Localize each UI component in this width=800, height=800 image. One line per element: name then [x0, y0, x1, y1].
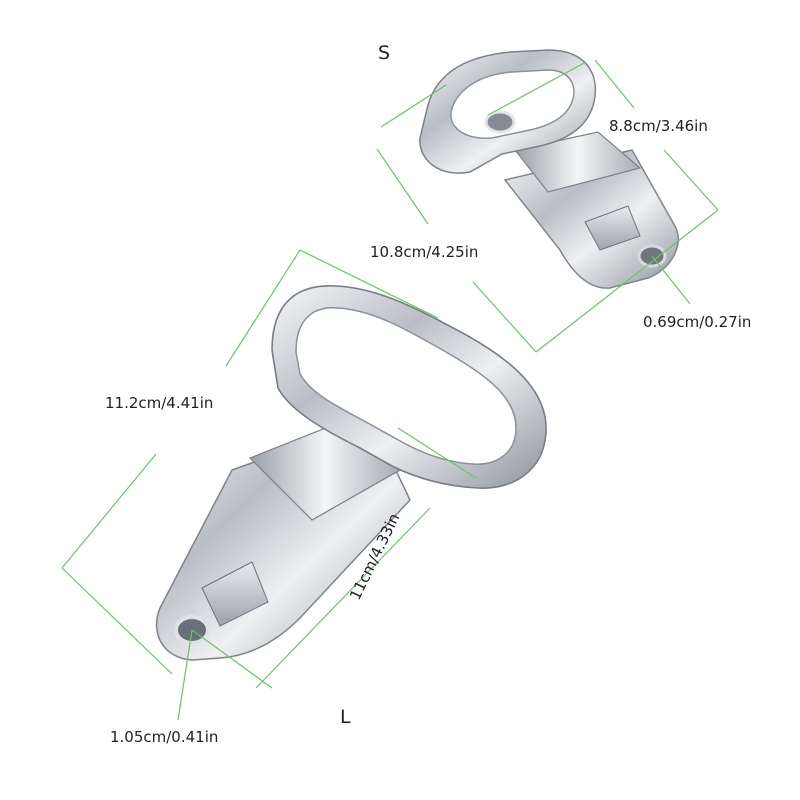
large-latch-ring-opening [295, 307, 517, 465]
large-hole-label: 1.05cm/0.41in [110, 728, 219, 746]
small-latch-spring-tab [584, 205, 641, 251]
small-latch-ring-opening [450, 69, 575, 139]
large-width-arrow [397, 427, 477, 479]
size-label-large: L [340, 706, 351, 728]
large-length-line-3 [61, 453, 157, 569]
large-length-line-2 [299, 249, 439, 319]
large-latch-spring-tab [201, 561, 269, 627]
small-length-arrow [487, 61, 587, 116]
small-width-line-4 [663, 149, 719, 211]
large-width-line [191, 629, 273, 689]
size-label-small: S [378, 42, 391, 64]
large-width-line-2 [255, 507, 431, 689]
small-length-label: 8.8cm/3.46in [609, 117, 708, 135]
small-latch-hinge [513, 131, 642, 193]
large-length-line-4 [61, 567, 173, 675]
small-latch-screw-hole [637, 244, 667, 268]
large-hole-line [177, 629, 193, 721]
small-length-line [380, 84, 447, 128]
small-width-label: 10.8cm/4.25in [370, 243, 479, 261]
small-hole-label: 0.69cm/0.27in [643, 313, 752, 331]
dimension-lines [61, 59, 719, 721]
large-latch [155, 285, 547, 661]
small-latch-pivot-hole [484, 110, 516, 134]
small-width-line-3 [535, 209, 719, 353]
small-width-line-2 [472, 281, 537, 353]
large-length-label: 11.2cm/4.41in [105, 394, 214, 412]
small-length-tick [594, 59, 635, 109]
small-hole-line [651, 255, 691, 305]
small-width-line [376, 148, 429, 225]
large-length-line [225, 249, 301, 367]
